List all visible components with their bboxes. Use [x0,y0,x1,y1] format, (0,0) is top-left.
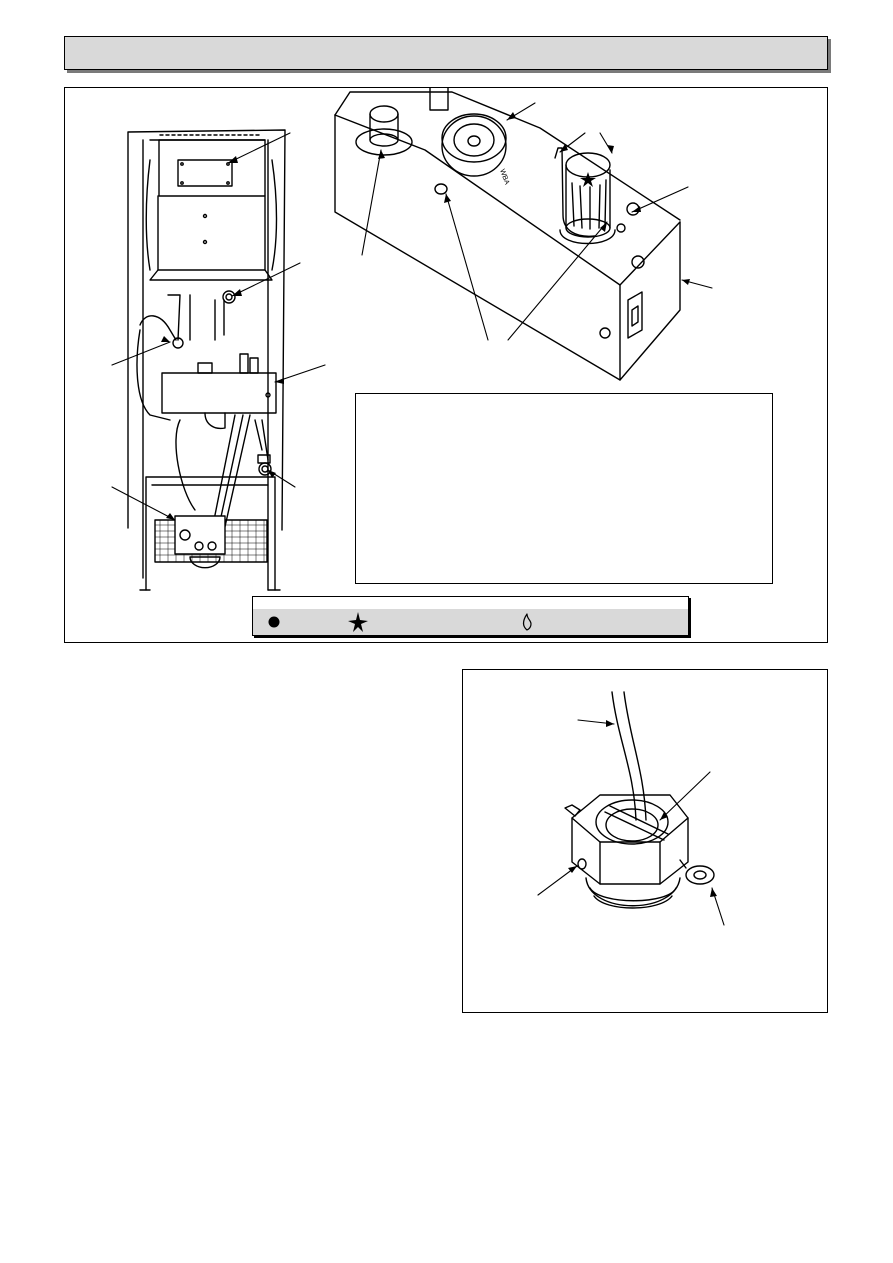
fitting-leader-lines [537,719,725,926]
side-figure-frame [462,669,828,1013]
svg-text:WBA: WBA [498,168,510,186]
caption-box [355,393,773,584]
legend-band [253,609,688,635]
fitting-leader-arrows [568,720,717,897]
valve-spark-mark [580,172,596,187]
header-bar [64,36,828,70]
gas-control-valve-drawing: WBA [334,87,681,381]
main-figure-frame [64,87,828,643]
cabinet-leader-arrows [161,156,284,520]
thermocouple-fitting-drawing [564,691,715,909]
boiler-cabinet-drawing [127,129,286,591]
valve-leader-lines [361,102,713,341]
flame-icon [523,613,532,631]
spark-icon [348,612,368,632]
cabinet-leader-lines [111,132,326,521]
control-legend-strip [252,596,689,636]
valve-leader-arrows [378,112,690,285]
dot-icon [268,616,280,628]
